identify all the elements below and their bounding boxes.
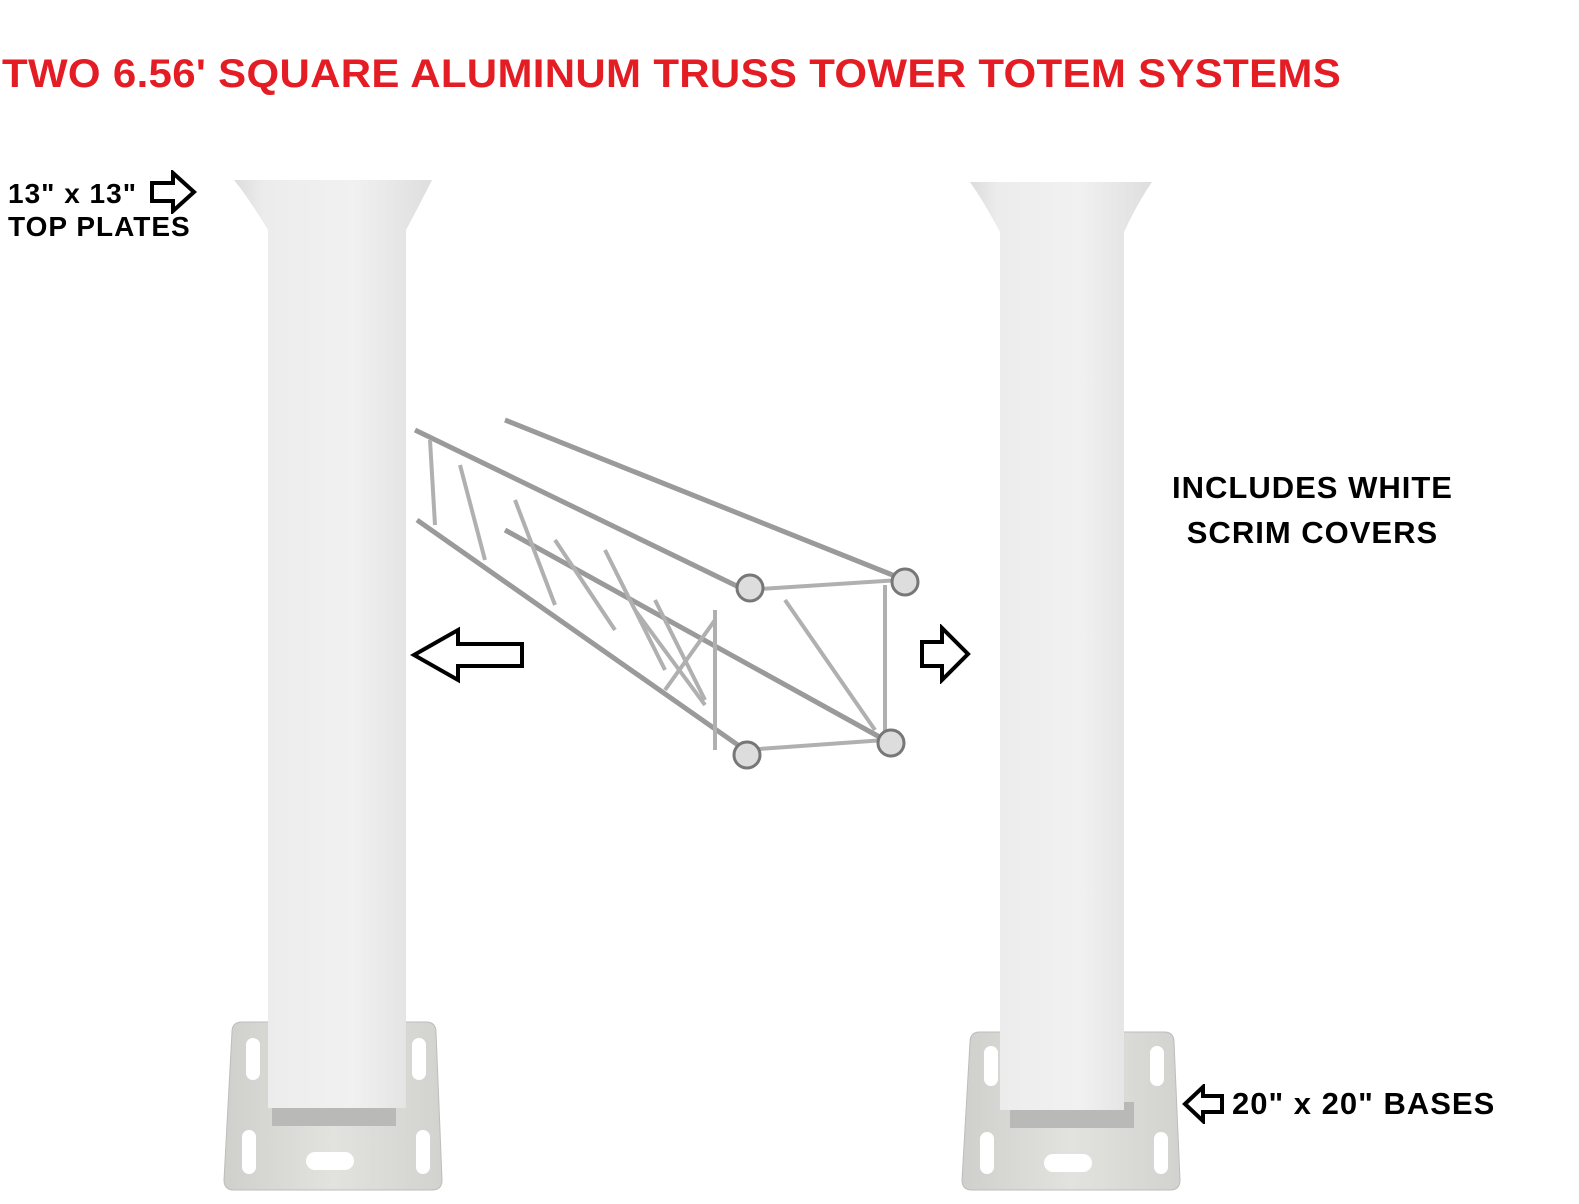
left-tower-image [223,180,443,1191]
arrow-left-icon [1182,1084,1224,1125]
arrow-left-icon [410,626,524,684]
truss-segment-image [413,417,920,770]
scrim-covers-label: INCLUDES WHITE SCRIM COVERS [1172,470,1453,550]
right-tower-image [961,182,1181,1191]
arrow-right-icon [149,169,197,214]
bases-label: 20" x 20" BASES [1182,1080,1495,1128]
arrow-right-icon [920,624,971,684]
top-plates-label: 13" x 13" TOP PLATES [8,169,197,249]
page-title: TWO 6.56' SQUARE ALUMINUM TRUSS TOWER TO… [2,52,1342,96]
